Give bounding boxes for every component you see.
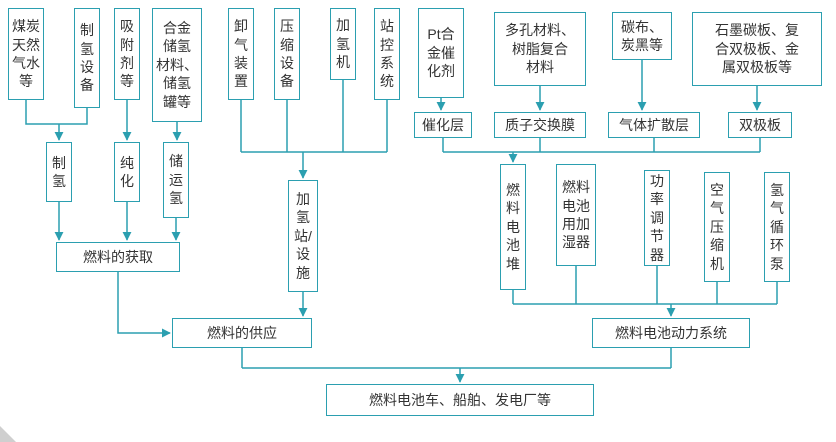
node-fuel-cell-stack: 燃 料 电 池 堆 [500,164,526,290]
edges-hydrogen-production [25,100,182,141]
edges-fuel-acquisition [54,202,181,241]
node-carbon-cloth-black: 碳布、 炭黑等 [612,12,672,60]
edges-hydrogen-station [240,80,388,179]
node-hydrogen-dispenser: 加 氢 机 [330,8,356,80]
node-purification: 纯 化 [114,142,140,202]
node-power-regulator: 功 率 调 节 器 [644,170,670,266]
node-hydrogen-station-facilities: 加 氢 站/ 设 施 [288,180,318,292]
node-hydrogen-storage-transport: 储 运 氢 [163,142,189,218]
node-hydrogen-storage-materials: 合金 储氢 材料、 储氢 罐等 [152,8,202,122]
node-station-control-system: 站 控 系 统 [374,8,400,100]
node-hydrogen-circulation-pump: 氢 气 循 环 泵 [764,172,790,282]
node-air-compressor: 空 气 压 缩 机 [704,172,730,282]
edges-fuel-supply [117,272,308,338]
node-fuel-cell-power-system: 燃料电池动力系统 [592,318,750,348]
edges-mea-components [436,60,762,163]
node-porous-resin-materials: 多孔材料、 树脂复合 材料 [494,12,586,86]
node-fuel-supply: 燃料的供应 [172,318,312,348]
node-hydrogen-production-equipment: 制 氢 设 备 [74,8,100,108]
node-coal-natural-gas-water: 煤炭 天然 气水 等 [8,8,44,100]
node-fuel-acquisition: 燃料的获取 [56,242,180,272]
node-pt-alloy-catalyst: Pt合 金催 化剂 [418,8,464,98]
node-fuel-cell-humidifier: 燃料 电池 用加 湿器 [556,164,596,266]
node-applications: 燃料电池车、船舶、发电厂等 [326,384,594,416]
node-compression-equipment: 压 缩 设 备 [274,8,300,100]
node-bipolar-plate: 双极板 [728,112,792,138]
edges-applications [241,348,672,383]
node-adsorbent: 吸 附 剂 等 [114,8,140,100]
node-gas-unloading-device: 卸 气 装 置 [228,8,254,100]
node-proton-exchange-membrane: 质子交换膜 [494,112,586,138]
node-bipolar-plate-materials: 石墨碳板、复 合双极板、金 属双极板等 [692,12,822,86]
node-catalyst-layer: 催化层 [414,112,472,138]
node-hydrogen-production: 制 氢 [46,142,72,202]
edges-power-system [512,266,778,317]
node-gas-diffusion-layer: 气体扩散层 [608,112,700,138]
